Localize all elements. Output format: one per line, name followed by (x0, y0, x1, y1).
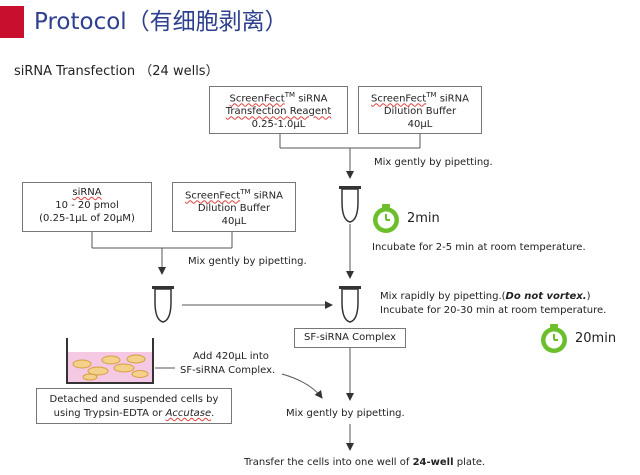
dilution-buffer-left-box: ScreenFectTM siRNA Dilution Buffer 40μL (172, 182, 296, 232)
buffer-left-name: Dilution Buffer (197, 203, 271, 215)
transfer-text-end: plate. (453, 457, 486, 468)
mix-gently-left-note: Mix gently by pipetting. (188, 256, 307, 267)
transfer-note: Transfer the cells into one well of 24-w… (244, 457, 486, 468)
reagent-brand: ScreenFect (229, 93, 285, 105)
timer-20min-label: 20min (575, 331, 617, 346)
mix-gently-bottom-note: Mix gently by pipetting. (286, 408, 405, 419)
complex-label: SF-siRNA Complex (303, 332, 396, 343)
sirna-box: siRNA 10 - 20 pmol (0.25-1μL of 20μM) (22, 182, 152, 232)
mix-rapidly-note: Mix rapidly by pipetting.(Do not vortex.… (380, 291, 591, 302)
reagent-volume: 0.25-1.0μL (251, 119, 306, 131)
mix-gently-top-note: Mix gently by pipetting. (374, 157, 493, 168)
buffer-left-brand: ScreenFect (185, 190, 241, 202)
tube-icon (152, 286, 174, 323)
sirna-amount: 10 - 20 pmol (55, 200, 119, 211)
buffer-left-sirna-label: siRNA (250, 190, 283, 202)
transfer-plate-type: 24-well (412, 457, 454, 468)
buffer-top-brand: ScreenFect (371, 93, 427, 105)
dilution-buffer-top-box: ScreenFectTM siRNA Dilution Buffer 40μL (358, 86, 482, 134)
buffer-top-volume: 40μL (407, 119, 433, 131)
reagent-sirna-label: siRNA (295, 93, 328, 105)
title-accent-bar (0, 6, 24, 38)
page-title: Protocol（有细胞剥离） (34, 9, 288, 35)
tube-icon (339, 186, 361, 223)
cells-line2: using Trypsin-EDTA or (53, 408, 166, 419)
add-complex-note: SF-siRNA Complex. (180, 365, 276, 376)
buffer-top-name: Dilution Buffer (383, 106, 457, 118)
incubate-mid-note: Incubate for 20-30 min at room temperatu… (380, 305, 607, 316)
transfection-reagent-box: ScreenFectTM siRNA Transfection Reagent … (209, 86, 348, 134)
mix-rapid-text: Mix rapidly by pipetting.( (380, 291, 506, 302)
sirna-concentration: (0.25-1μL of 20μM) (39, 213, 135, 224)
incubate-top-note: Incubate for 2-5 min at room temperature… (372, 242, 586, 253)
do-not-vortex-text: Do not vortex. (505, 291, 587, 302)
cells-line2-end: . (211, 408, 215, 419)
cell-dish-icon (66, 338, 154, 384)
sf-sirna-complex-box: SF-siRNA Complex (294, 328, 406, 348)
buffer-left-volume: 40μL (221, 216, 247, 228)
accutase-text: Accutase (165, 408, 212, 419)
cells-line1: Detached and suspended cells by (49, 394, 219, 405)
mix-rapid-close: ) (586, 291, 591, 302)
buffer-left-tm: TM (240, 188, 251, 196)
timer-icon (373, 204, 399, 233)
transfer-text: Transfer the cells into one well of (244, 457, 413, 468)
add-420-note: Add 420μL into (193, 351, 269, 362)
reagent-tm: TM (284, 91, 296, 99)
sirna-label: siRNA (72, 187, 102, 198)
section-subtitle: siRNA Transfection （24 wells） (14, 64, 219, 79)
timer-2min-label: 2min (407, 211, 440, 226)
buffer-top-sirna-label: siRNA (436, 93, 469, 105)
timer-icon (541, 324, 567, 353)
reagent-name: Transfection Reagent (225, 106, 332, 118)
buffer-top-tm: TM (426, 91, 437, 99)
tube-icon (339, 286, 361, 323)
detached-cells-box: Detached and suspended cells by using Tr… (36, 388, 232, 424)
